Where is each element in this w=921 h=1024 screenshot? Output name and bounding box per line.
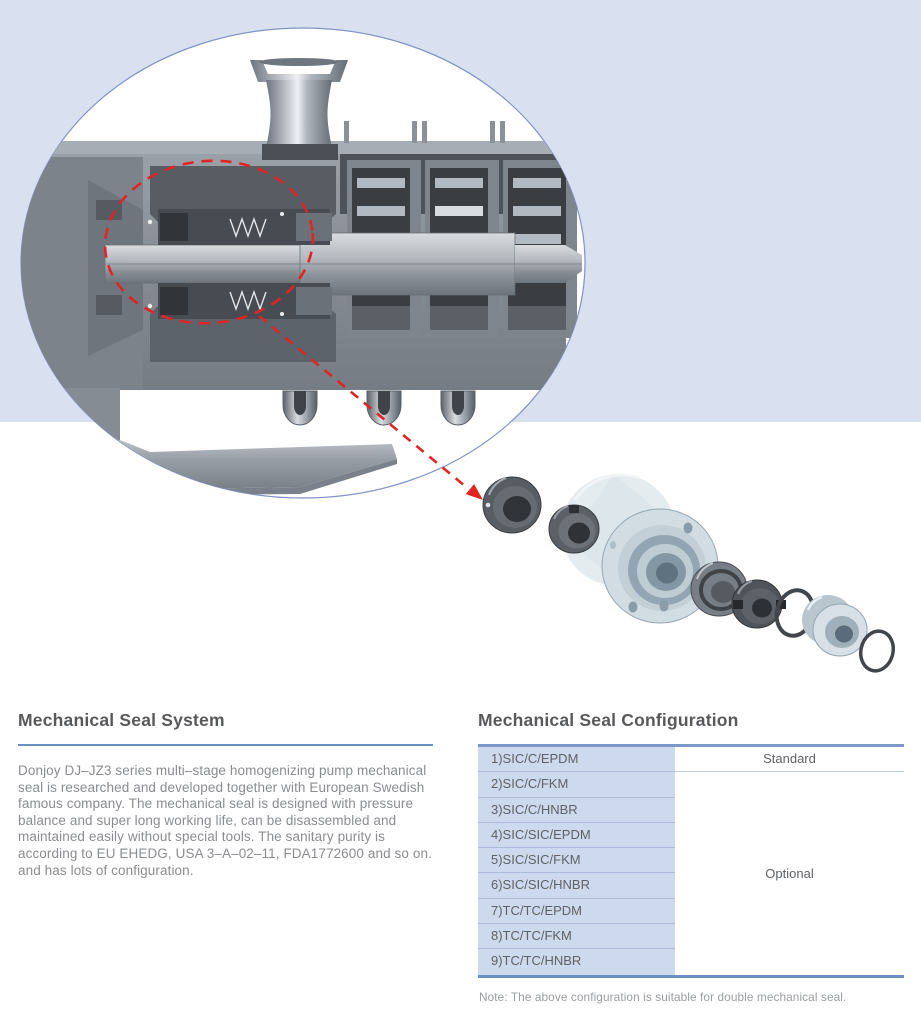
pump-illustration-svg xyxy=(0,0,921,673)
config-row: 3)SIC/C/HNBR xyxy=(478,798,675,823)
pump-cross-section xyxy=(21,58,582,495)
standard-cell: Standard xyxy=(675,747,904,773)
seal-cartridge-bottom xyxy=(147,283,332,319)
config-row: 8)TC/TC/FKM xyxy=(478,924,675,950)
optional-cell: Optional xyxy=(765,865,814,881)
config-note: Note: The above configuration is suitabl… xyxy=(479,989,847,1004)
config-row: 2)SIC/C/FKM xyxy=(478,772,675,798)
seal-system-paragraph: Donjoy DJ–JZ3 series multi–stage homogen… xyxy=(18,763,432,878)
pointer-arrow xyxy=(258,314,483,500)
config-row: 5)SIC/SIC/FKM xyxy=(478,848,675,874)
config-row: 4)SIC/SIC/EPDM xyxy=(478,823,675,849)
config-row: 9)TC/TC/HNBR xyxy=(491,953,582,969)
highlight-ellipse xyxy=(103,159,315,325)
config-row: 6)SIC/SIC/HNBR xyxy=(478,873,675,899)
inlet-port xyxy=(250,58,348,160)
seal-cartridge-top xyxy=(147,209,332,245)
hero-illustration xyxy=(0,0,921,673)
seal-ring xyxy=(482,476,542,534)
seal-housing xyxy=(561,473,719,624)
seal-gland xyxy=(802,595,868,657)
o-ring xyxy=(858,629,896,673)
seal-system-section: Mechanical Seal System Donjoy DJ–JZ3 ser… xyxy=(18,710,433,879)
exploded-seal-parts xyxy=(482,473,896,673)
seal-drive-collar xyxy=(731,579,786,629)
seal-config-section: Mechanical Seal Configuration 1)SIC/C/EP… xyxy=(478,710,904,1004)
seal-system-title: Mechanical Seal System xyxy=(18,710,225,730)
config-row: 1)SIC/C/EPDM xyxy=(478,747,675,773)
seal-ring xyxy=(548,504,600,554)
seal-config-title: Mechanical Seal Configuration xyxy=(478,710,739,730)
config-availability-column: Standard Optional xyxy=(675,747,904,975)
seal-system-title-underline xyxy=(18,744,433,746)
config-row: 7)TC/TC/EPDM xyxy=(478,899,675,925)
bottom-ports xyxy=(282,390,476,426)
